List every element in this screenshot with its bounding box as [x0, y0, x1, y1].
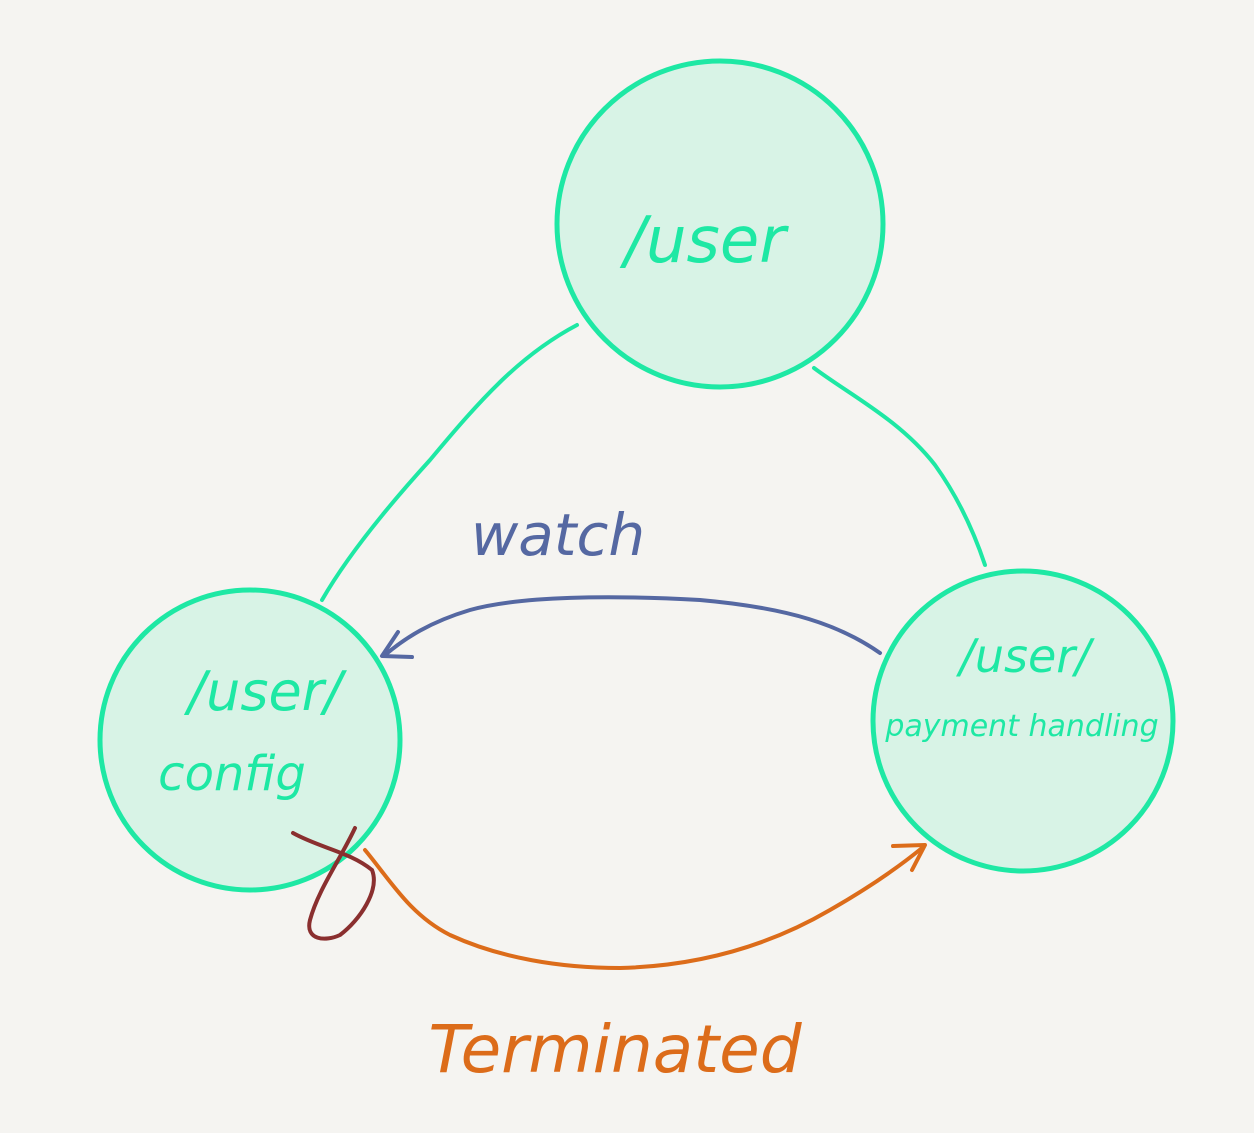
node-user[interactable] [554, 58, 886, 390]
watch-arrowhead-icon [380, 630, 414, 659]
terminated-arrowhead-icon [891, 843, 927, 872]
node-config-label-line2: config [158, 746, 306, 802]
terminated-label: Terminated [428, 1011, 802, 1088]
node-user-config[interactable] [97, 587, 403, 893]
node-payment-label-line1: /user/ [955, 629, 1095, 683]
cross-mark-icon [291, 826, 376, 941]
terminated-arrow[interactable] [363, 846, 924, 971]
edge-user-payment [812, 366, 987, 567]
edge-user-config [320, 323, 579, 602]
node-user-label: /user [619, 204, 789, 278]
watch-arrow[interactable] [383, 595, 882, 657]
node-config-label-line1: /user/ [184, 660, 348, 723]
watch-label: watch [471, 501, 645, 569]
node-user-payment-handling[interactable] [870, 568, 1176, 874]
node-payment-label-line2: payment handling [884, 709, 1158, 744]
